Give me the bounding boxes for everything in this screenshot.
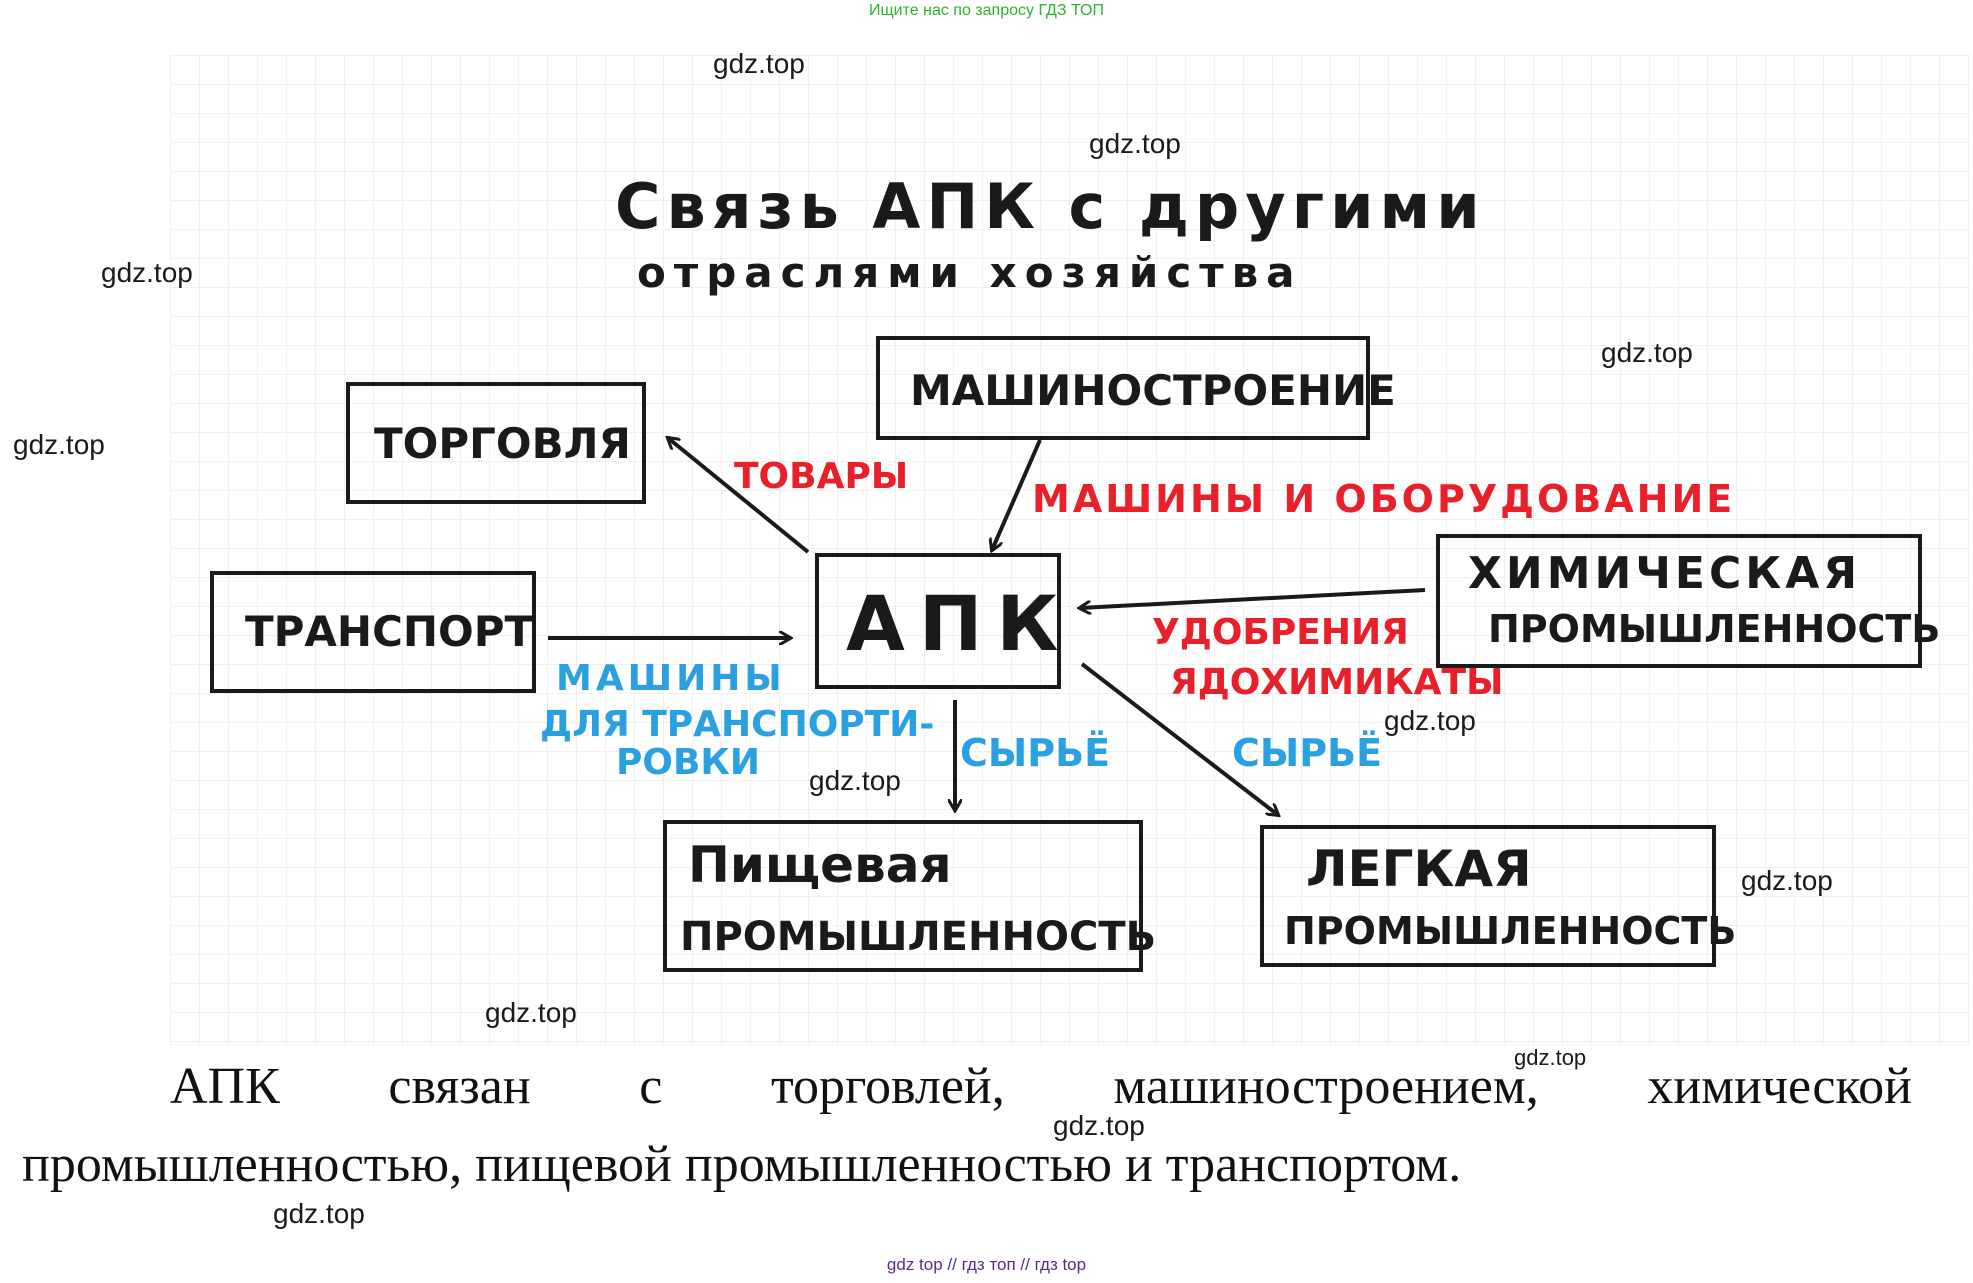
answer-word: торговлей,: [770, 1058, 1005, 1115]
answer-line1: АПК связан с торговлей, машиностроением,…: [22, 1048, 1912, 1126]
label-fertilizers-line2: ЯДОХИМИКАТЫ: [1170, 662, 1503, 703]
box-chemical: ХИМИЧЕСКАЯ ПРОМЫШЛЕННОСТЬ: [1436, 534, 1940, 668]
node-light-line2: ПРОМЫШЛЕННОСТЬ: [1284, 909, 1736, 953]
box-machine-building: МАШИНОСТРОЕНИЕ: [876, 336, 1396, 440]
node-trade: ТОРГОВЛЯ: [374, 419, 631, 468]
answer-word: связан: [388, 1058, 531, 1115]
watermark: gdz.top: [1384, 705, 1476, 736]
answer-word: химической: [1647, 1058, 1912, 1115]
arrow-apk-to-trade: [668, 438, 810, 554]
node-chemical-line2: ПРОМЫШЛЕННОСТЬ: [1488, 607, 1940, 651]
node-machine-building: МАШИНОСТРОЕНИЕ: [910, 366, 1396, 415]
watermark: gdz.top: [1514, 1045, 1587, 1070]
node-center: АПК: [846, 579, 1073, 668]
top-banner: Ищите нас по запросу ГДЗ ТОП: [869, 2, 1104, 19]
answer-word: машиностроением,: [1113, 1058, 1539, 1115]
watermark: gdz.top: [1741, 865, 1833, 896]
diagram-title-line1: Связь АПК с другими: [615, 170, 1486, 243]
watermark: gdz.top: [713, 48, 805, 79]
watermark: gdz.top: [1089, 128, 1181, 159]
watermark: gdz.top: [273, 1198, 365, 1229]
node-food-line1: Пищевая: [688, 836, 952, 894]
node-transport: ТРАНСПОРТ: [245, 607, 534, 656]
watermark: gdz.top: [485, 997, 577, 1028]
answer-line2: промышленностью, пищевой промышленностью…: [22, 1136, 1462, 1193]
label-machines-equipment: МАШИНЫ И ОБОРУДОВАНИЕ: [1032, 477, 1735, 521]
box-center-apk: АПК: [815, 553, 1073, 689]
label-goods: ТОВАРЫ: [734, 456, 908, 497]
box-transport: ТРАНСПОРТ: [210, 571, 536, 693]
box-light: ЛЕГКАЯ ПРОМЫШЛЕННОСТЬ: [1260, 825, 1736, 967]
footer-links[interactable]: gdz top // гдз топ // гдз top: [886, 1255, 1087, 1274]
box-trade: ТОРГОВЛЯ: [346, 382, 646, 504]
node-chemical-line1: ХИМИЧЕСКАЯ: [1468, 548, 1861, 599]
grid-paper-background: [170, 55, 1970, 1045]
node-light-line1: ЛЕГКАЯ: [1306, 840, 1532, 898]
watermark: gdz.top: [1601, 337, 1693, 368]
answer-text: АПК связан с торговлей, машиностроением,…: [22, 1048, 1912, 1204]
answer-word: АПК: [170, 1058, 280, 1115]
node-food-line2: ПРОМЫШЛЕННОСТЬ: [680, 914, 1156, 960]
arrow-chemical-to-apk: [1080, 588, 1426, 608]
box-food: Пищевая ПРОМЫШЛЕННОСТЬ: [663, 820, 1156, 972]
label-fertilizers-line1: УДОБРЕНИЯ: [1152, 612, 1409, 653]
label-transport-machines-line1: МАШИНЫ: [556, 658, 786, 699]
label-transport-machines-line3: РОВКИ: [616, 742, 760, 783]
label-raw-light: СЫРЬЁ: [1232, 731, 1382, 775]
arrow-apk-to-light: [1080, 662, 1278, 815]
watermark: gdz.top: [101, 257, 193, 288]
label-transport-machines-line2: ДЛЯ ТРАНСПОРТИ-: [540, 704, 934, 745]
label-raw-food: СЫРЬЁ: [960, 731, 1110, 775]
watermark: gdz.top: [13, 429, 105, 460]
watermark: gdz.top: [1053, 1110, 1145, 1141]
diagram-title-line2: отраслями хозяйства: [637, 248, 1303, 297]
answer-word: с: [639, 1058, 663, 1115]
watermark: gdz.top: [809, 765, 901, 796]
arrow-machine-building-to-apk: [992, 439, 1042, 550]
